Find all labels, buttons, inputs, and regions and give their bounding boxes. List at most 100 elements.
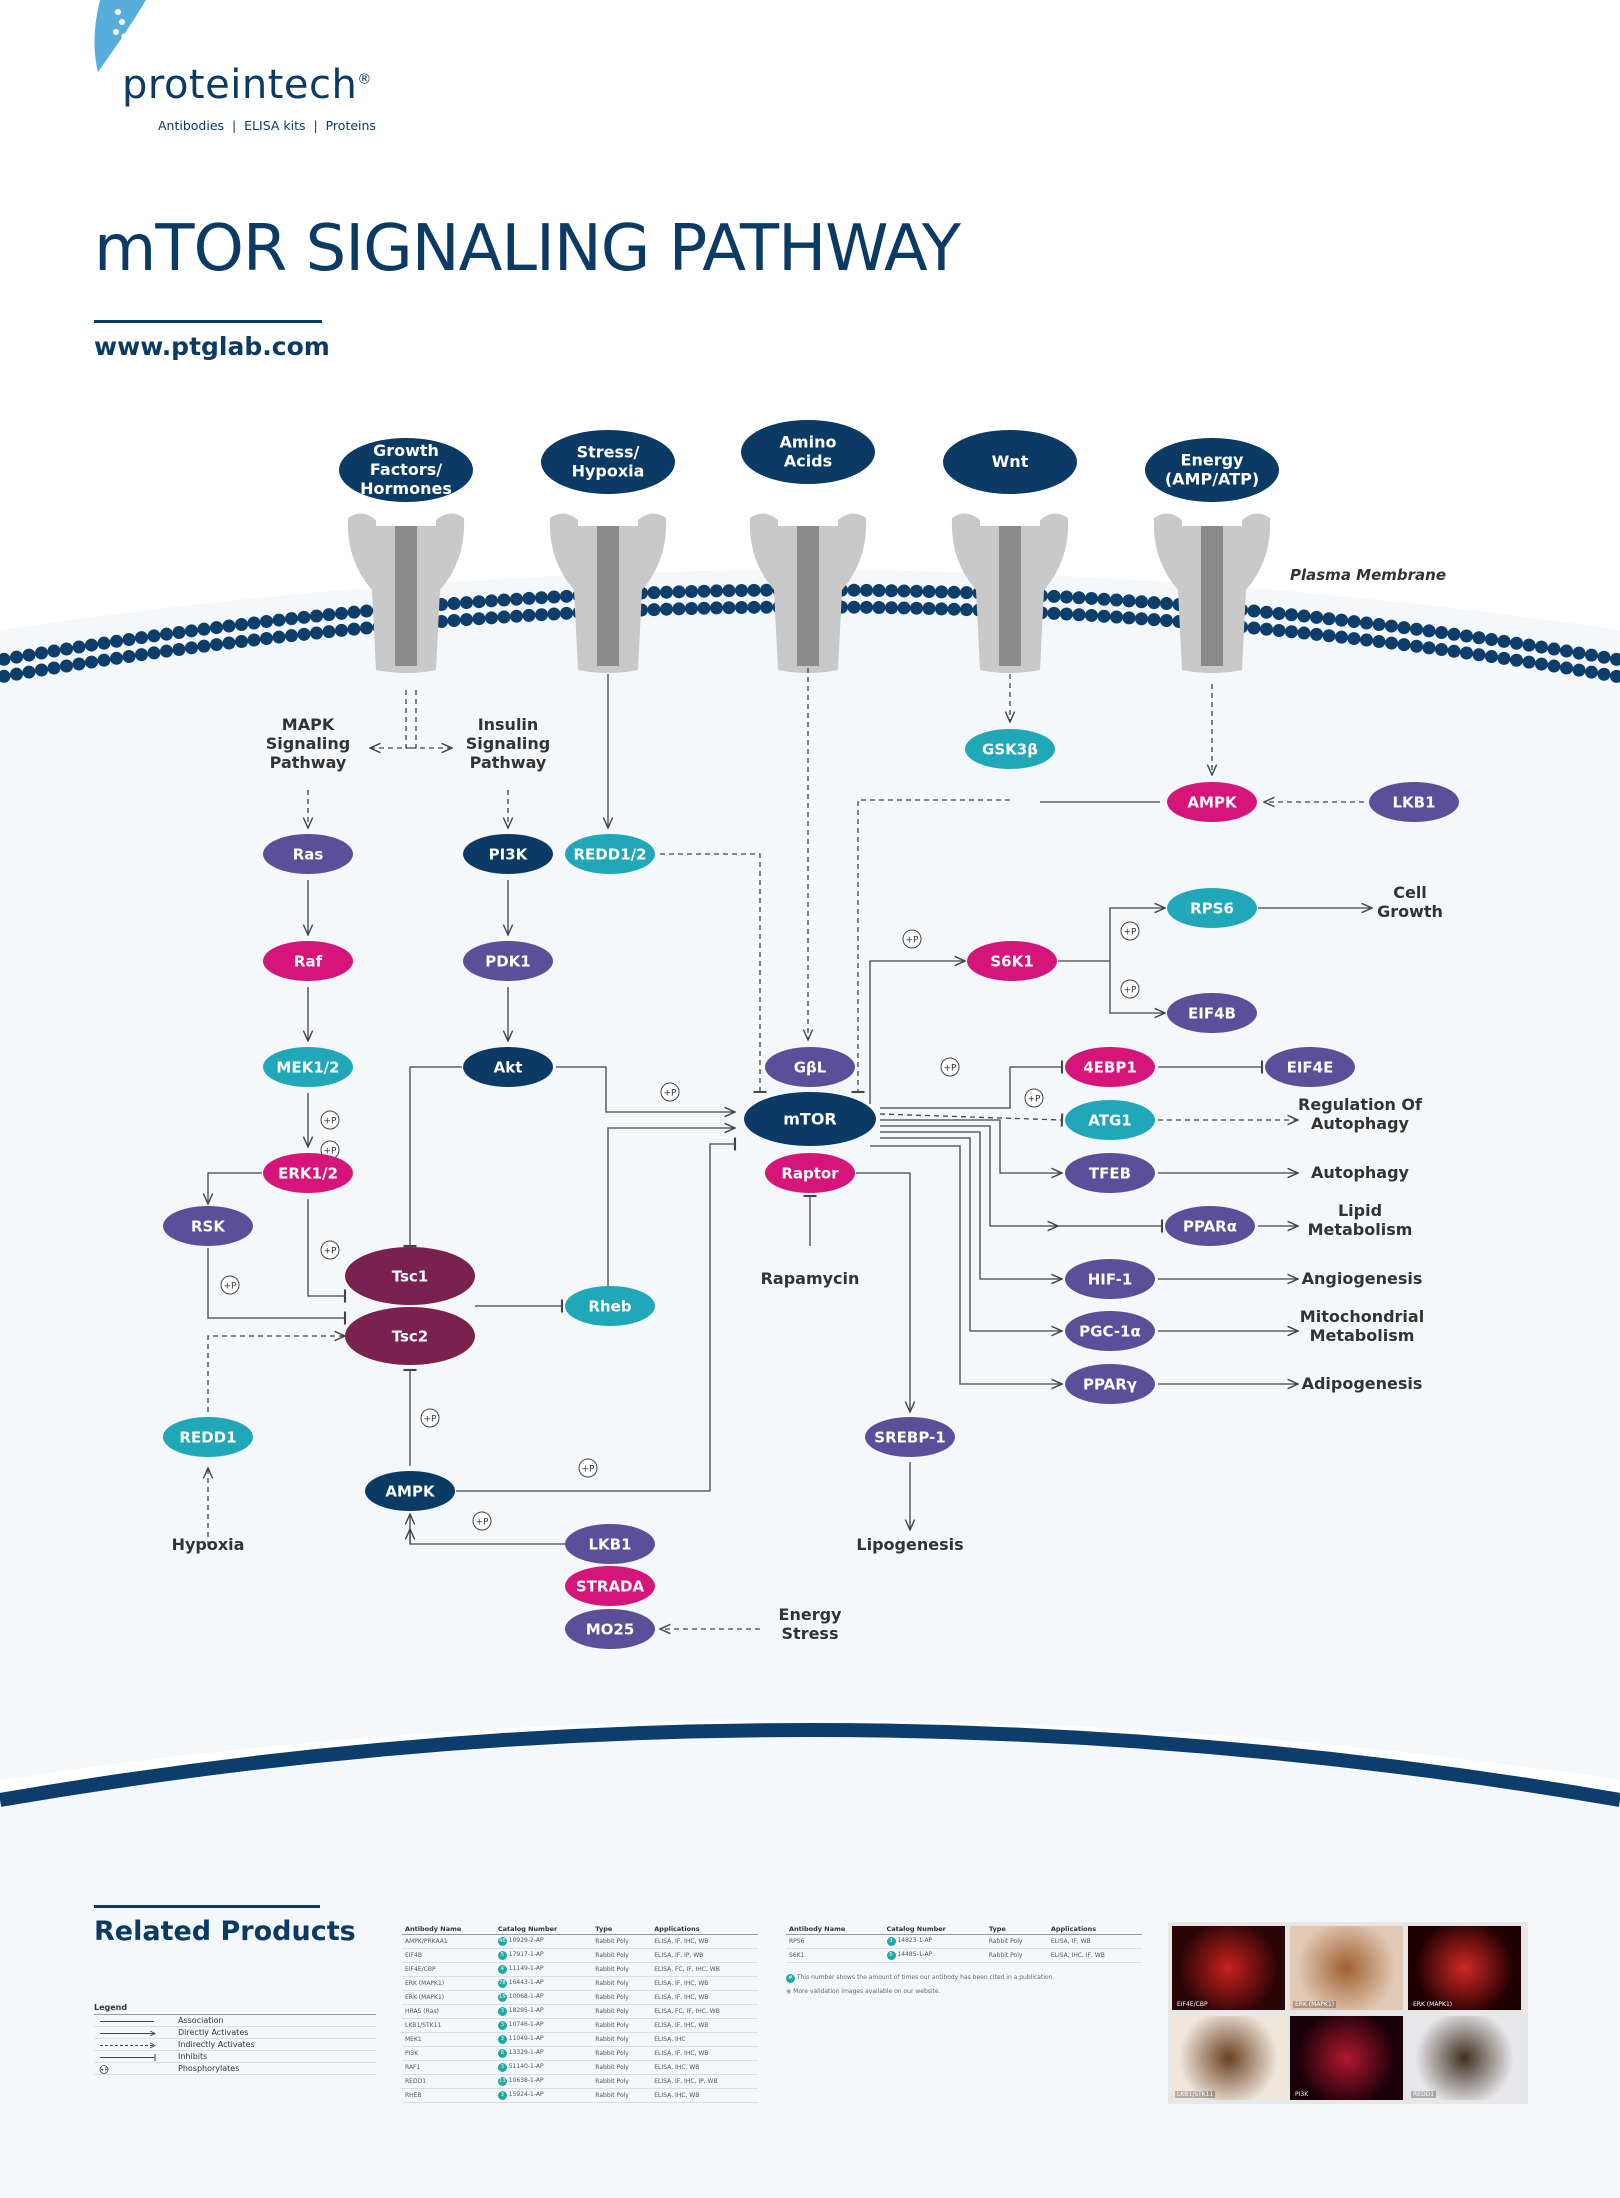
node-tfeb[interactable]: TFEB: [1065, 1153, 1155, 1193]
stimulus-label: Acids: [784, 452, 832, 471]
table-cell: ELISA, IF, IHC, WB: [654, 1938, 709, 1945]
node-pi3k[interactable]: PI3K: [463, 834, 553, 874]
node-mo25[interactable]: MO25: [565, 1609, 655, 1649]
legend-item: Directly Activates: [94, 2027, 376, 2039]
product-image-tile[interactable]: EIF4E/CBP: [1172, 1926, 1285, 2010]
node-lkb1_bot[interactable]: LKB1: [565, 1524, 655, 1564]
node-lkb1_top[interactable]: LKB1: [1369, 782, 1459, 822]
membrane-lipid-dot: [272, 630, 286, 644]
membrane-lipid-dot: [1472, 648, 1486, 662]
membrane-lipid-dot: [1385, 619, 1398, 633]
pathway-edge: [208, 1172, 262, 1204]
membrane-lipid-dot: [1047, 606, 1061, 620]
product-image-tile[interactable]: PI3K: [1290, 2016, 1403, 2100]
membrane-lipid-dot: [747, 600, 761, 614]
node-label: 4EBP1: [1083, 1059, 1137, 1077]
membrane-lipid-dot: [1347, 615, 1361, 629]
node-ampk_bot[interactable]: AMPK: [365, 1471, 455, 1511]
node-tsc1[interactable]: Tsc1: [345, 1247, 475, 1305]
node-strada[interactable]: STRADA: [565, 1566, 655, 1606]
node-ppara[interactable]: PPARα: [1165, 1206, 1255, 1246]
pathway-edge: [370, 690, 417, 748]
node-4ebp1[interactable]: 4EBP1: [1065, 1047, 1155, 1087]
product-image-tile[interactable]: REDD1: [1408, 2016, 1521, 2100]
label-hypoxia: Hypoxia: [172, 1535, 245, 1554]
membrane-lipid-dot: [247, 633, 261, 647]
node-label: REDD1/2: [573, 846, 646, 864]
website-url[interactable]: www.ptglab.com: [94, 332, 330, 361]
node-gsk3b[interactable]: GSK3β: [965, 729, 1055, 769]
node-raptor[interactable]: Raptor: [765, 1153, 855, 1193]
membrane-lipid-dot: [485, 611, 498, 625]
node-pparg[interactable]: PPARγ: [1065, 1364, 1155, 1404]
citation-badge: 13: [497, 2077, 507, 2086]
node-label: Akt: [494, 1059, 523, 1077]
node-mek12[interactable]: MEK1/2: [263, 1047, 353, 1087]
membrane-lipid-dot: [1147, 613, 1161, 627]
node-akt[interactable]: Akt: [463, 1047, 553, 1087]
node-eif4b[interactable]: EIF4B: [1167, 993, 1257, 1033]
membrane-lipid-dot: [1560, 661, 1573, 675]
receptor-wnt: [951, 513, 1069, 673]
node-label: TFEB: [1089, 1165, 1131, 1183]
node-pgc1a[interactable]: PGC-1α: [1065, 1311, 1155, 1351]
membrane-lipid-dot: [310, 626, 323, 640]
node-erk12[interactable]: ERK1/2: [263, 1153, 353, 1193]
membrane-lipid-dot: [697, 601, 711, 615]
product-image-tile[interactable]: LKB1/STK11: [1172, 2016, 1285, 2100]
receptor-stress: [549, 513, 667, 673]
node-hif1[interactable]: HIF-1: [1065, 1259, 1155, 1299]
image-caption: EIF4E/CBP: [1175, 2001, 1210, 2008]
table-cell: ELISA, IF, IHC, WB: [654, 2022, 709, 2029]
node-s6k1[interactable]: S6K1: [967, 941, 1057, 981]
node-raf[interactable]: Raf: [263, 941, 353, 981]
node-ampk_top[interactable]: AMPK: [1167, 782, 1257, 822]
node-rheb[interactable]: Rheb: [565, 1286, 655, 1326]
svg-text:+P: +P: [224, 1282, 238, 1292]
node-redd12[interactable]: REDD1/2: [565, 834, 655, 874]
membrane-lipid-dot: [1260, 605, 1273, 619]
node-gbl[interactable]: GβL: [765, 1047, 855, 1087]
node-rps6[interactable]: RPS6: [1167, 888, 1257, 928]
node-atg1[interactable]: ATG1: [1065, 1100, 1155, 1140]
svg-text:+P: +P: [664, 1089, 678, 1099]
table-cell: ELISA, IHC, WB: [654, 2064, 700, 2071]
node-srebp1[interactable]: SREBP-1: [865, 1417, 955, 1457]
node-tsc2[interactable]: Tsc2: [345, 1307, 475, 1365]
table-cell: 14823-1-AP: [897, 1937, 933, 1944]
legend-swatch-icon: [98, 2017, 158, 2025]
membrane-lipid-dot: [1297, 609, 1311, 623]
membrane-lipid-dot: [1060, 607, 1073, 621]
membrane-lipid-dot: [1310, 610, 1323, 624]
node-rsk[interactable]: RSK: [163, 1206, 253, 1246]
node-redd1[interactable]: REDD1: [163, 1417, 253, 1457]
membrane-lipid-dot: [1060, 590, 1073, 604]
node-ras[interactable]: Ras: [263, 834, 353, 874]
node-mtor[interactable]: mTOR: [744, 1092, 876, 1146]
node-label: SREBP-1: [874, 1429, 945, 1447]
node-eif4e[interactable]: EIF4E: [1265, 1047, 1355, 1087]
citation-badge: 5: [497, 1951, 507, 1960]
node-pdk1[interactable]: PDK1: [463, 941, 553, 981]
node-label: LKB1: [588, 1536, 631, 1554]
membrane-lipid-dot: [122, 649, 136, 663]
stimulus-label: Energy: [1181, 451, 1245, 470]
product-image-tile[interactable]: ERK (MAPK1): [1290, 1926, 1403, 2010]
product-image-tile[interactable]: ERK (MAPK1): [1408, 1926, 1521, 2010]
